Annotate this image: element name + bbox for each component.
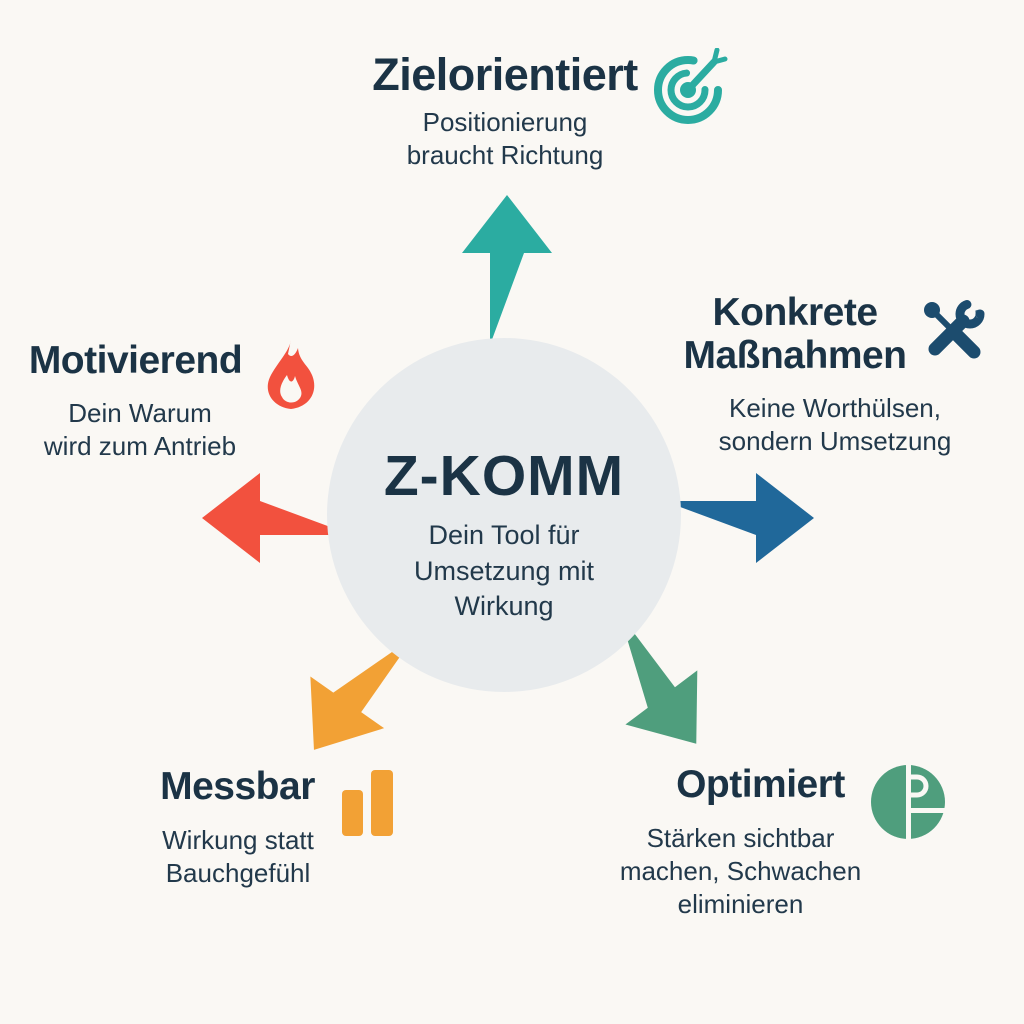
node-right-subtitle: Keine Worthülsen, sondern Umsetzung — [680, 392, 990, 458]
node-bottom-right-subtitle: Stärken sichtbar machen, Schwachen elimi… — [588, 822, 893, 920]
center-subtitle-line: Dein Tool für — [428, 520, 580, 550]
center-circle — [327, 338, 681, 692]
node-top-subtitle-line: braucht Richtung — [406, 139, 604, 170]
center-subtitle-line: Umsetzung mit — [413, 555, 595, 586]
node-left-subtitle-line: Dein Warum — [68, 398, 212, 428]
down-right-arrow — [619, 613, 698, 744]
center-title: Z-KOMM — [383, 444, 625, 508]
bar-chart-icon — [342, 770, 393, 836]
node-top-subtitle: Positionierung braucht Richtung — [320, 106, 690, 172]
node-right-subtitle-line: Keine Worthülsen, — [729, 393, 941, 423]
node-bottom-left-subtitle-line: Wirkung statt — [162, 825, 314, 855]
center-subtitle-line: Wirkung — [454, 591, 554, 622]
node-bottom-left-title: Messbar — [160, 765, 315, 808]
node-right-title-line: Konkrete — [712, 291, 878, 334]
target-dart-icon — [654, 48, 728, 124]
node-bottom-left-subtitle: Wirkung statt Bauchgefühl — [108, 824, 368, 890]
flame-icon — [267, 340, 315, 409]
center-subtitle: Dein Tool für Umsetzung mit Wirkung — [354, 518, 654, 625]
right-arrow — [664, 473, 814, 563]
down-left-arrow — [310, 636, 414, 750]
node-bottom-right-subtitle-line: eliminieren — [677, 888, 804, 919]
node-left-subtitle: Dein Warum wird zum Antrieb — [15, 397, 265, 463]
tools-icon — [924, 299, 985, 359]
node-left-title: Motivierend — [28, 339, 243, 382]
node-bottom-left-subtitle-line: Bauchgefühl — [165, 857, 311, 888]
node-right-title: Konkrete Maßnahmen — [640, 291, 950, 378]
node-right-title-line: Maßnahmen — [683, 333, 907, 377]
node-right-subtitle-line: sondern Umsetzung — [718, 425, 952, 456]
left-arrow — [202, 473, 352, 563]
node-top-subtitle-line: Positionierung — [422, 107, 588, 137]
node-bottom-right-title: Optimiert — [676, 763, 845, 806]
node-left-subtitle-line: wird zum Antrieb — [43, 430, 237, 461]
node-top-title: Zielorientiert — [372, 49, 638, 100]
pie-puzzle-icon — [871, 764, 947, 840]
node-bottom-right-subtitle-line: machen, Schwachen — [619, 855, 862, 886]
node-bottom-right-subtitle-line: Stärken sichtbar — [646, 823, 835, 853]
up-arrow — [462, 195, 552, 345]
